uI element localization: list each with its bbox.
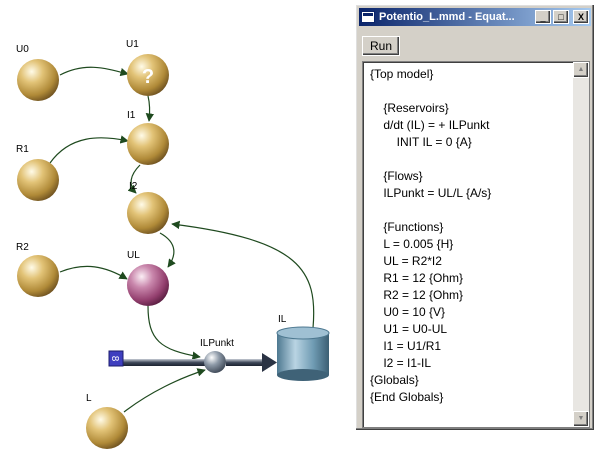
node-i2[interactable] (127, 192, 169, 234)
equation-line: {Globals} (370, 373, 419, 387)
label-ilpunkt: ILPunkt (200, 338, 234, 349)
vertical-scrollbar[interactable]: ▲ ▼ (573, 62, 589, 427)
link-i1-i2 (127, 164, 141, 194)
node-r2[interactable] (17, 255, 59, 297)
scroll-up-arrow-icon[interactable]: ▲ (573, 62, 589, 78)
label-i1: I1 (127, 110, 136, 121)
link-u0-u1 (59, 66, 129, 77)
equation-editor[interactable]: {Top model} {Reservoirs} d/dt (IL) = + I… (362, 61, 590, 428)
node-il[interactable] (276, 326, 330, 381)
equation-line: U1 = U0-UL (370, 322, 448, 336)
equation-line: {Functions} (370, 220, 444, 234)
link-u1-i1 (145, 95, 155, 122)
equation-window: Potentio_L.mmd - Equat... _ □ X Run {Top… (355, 4, 595, 431)
flow-pipe-out (226, 359, 266, 366)
scroll-down-arrow-icon[interactable]: ▼ (573, 411, 589, 427)
node-l[interactable] (86, 407, 128, 449)
link-l-ilpunkt (123, 368, 206, 413)
equation-line (370, 83, 491, 100)
node-u1-undefined-symbol: ? (142, 66, 154, 88)
node-i1[interactable] (127, 123, 169, 165)
flow-arrowhead (262, 353, 277, 372)
flow-pipe-in (123, 359, 205, 366)
equation-line: ILPunkt = UL/L {A/s} (370, 186, 492, 200)
link-ul-ilpunkt (147, 305, 201, 360)
equation-line: U0 = 10 {V} (370, 305, 446, 319)
run-button[interactable]: Run (362, 36, 400, 56)
equation-line: I2 = I1-IL (370, 356, 432, 370)
flow-source-symbol: 8 (109, 356, 120, 362)
equation-line: {End Globals} (370, 390, 444, 404)
node-ilpunkt[interactable] (204, 351, 226, 373)
label-r1: R1 (16, 144, 29, 155)
equation-line: R2 = 12 {Ohm} (370, 288, 464, 302)
label-r2: R2 (16, 242, 29, 253)
node-u0[interactable] (17, 59, 59, 101)
flow-source-marker[interactable] (108, 350, 124, 367)
equation-line (370, 151, 491, 168)
window-titlebar[interactable]: Potentio_L.mmd - Equat... _ □ X (359, 8, 591, 26)
label-u0: U0 (16, 44, 29, 55)
node-u1[interactable] (127, 54, 169, 96)
equation-line: L = 0.005 {H} (370, 237, 454, 251)
equation-line: I1 = U1/R1 (370, 339, 442, 353)
close-button[interactable]: X (573, 10, 589, 24)
maximize-button[interactable]: □ (553, 10, 569, 24)
window-title: Potentio_L.mmd - Equat... (379, 11, 515, 23)
link-r2-ul (59, 265, 128, 280)
equation-line: {Flows} (370, 169, 423, 183)
equation-lines: {Top model} {Reservoirs} d/dt (IL) = + I… (370, 66, 491, 406)
label-i2: I2 (129, 181, 138, 192)
equation-line: R1 = 12 {Ohm} (370, 271, 464, 285)
label-u1: U1 (126, 39, 139, 50)
equation-line: d/dt (IL) = + ILPunkt (370, 118, 490, 132)
label-ul: UL (127, 250, 140, 261)
equation-line: INIT IL = 0 {A} (370, 135, 472, 149)
equation-line (370, 202, 491, 219)
link-il-i2 (171, 220, 315, 329)
equation-line: UL = R2*I2 (370, 254, 442, 268)
node-r1[interactable] (17, 159, 59, 201)
label-il: IL (278, 314, 287, 325)
link-r1-i1 (49, 135, 129, 164)
equation-line: {Reservoirs} (370, 101, 449, 115)
minimize-button[interactable]: _ (535, 10, 551, 24)
link-i2-ul (159, 232, 176, 268)
equation-line: {Top model} (370, 67, 434, 81)
label-l: L (86, 393, 92, 404)
node-ul[interactable] (127, 264, 169, 306)
window-app-icon (361, 11, 375, 23)
